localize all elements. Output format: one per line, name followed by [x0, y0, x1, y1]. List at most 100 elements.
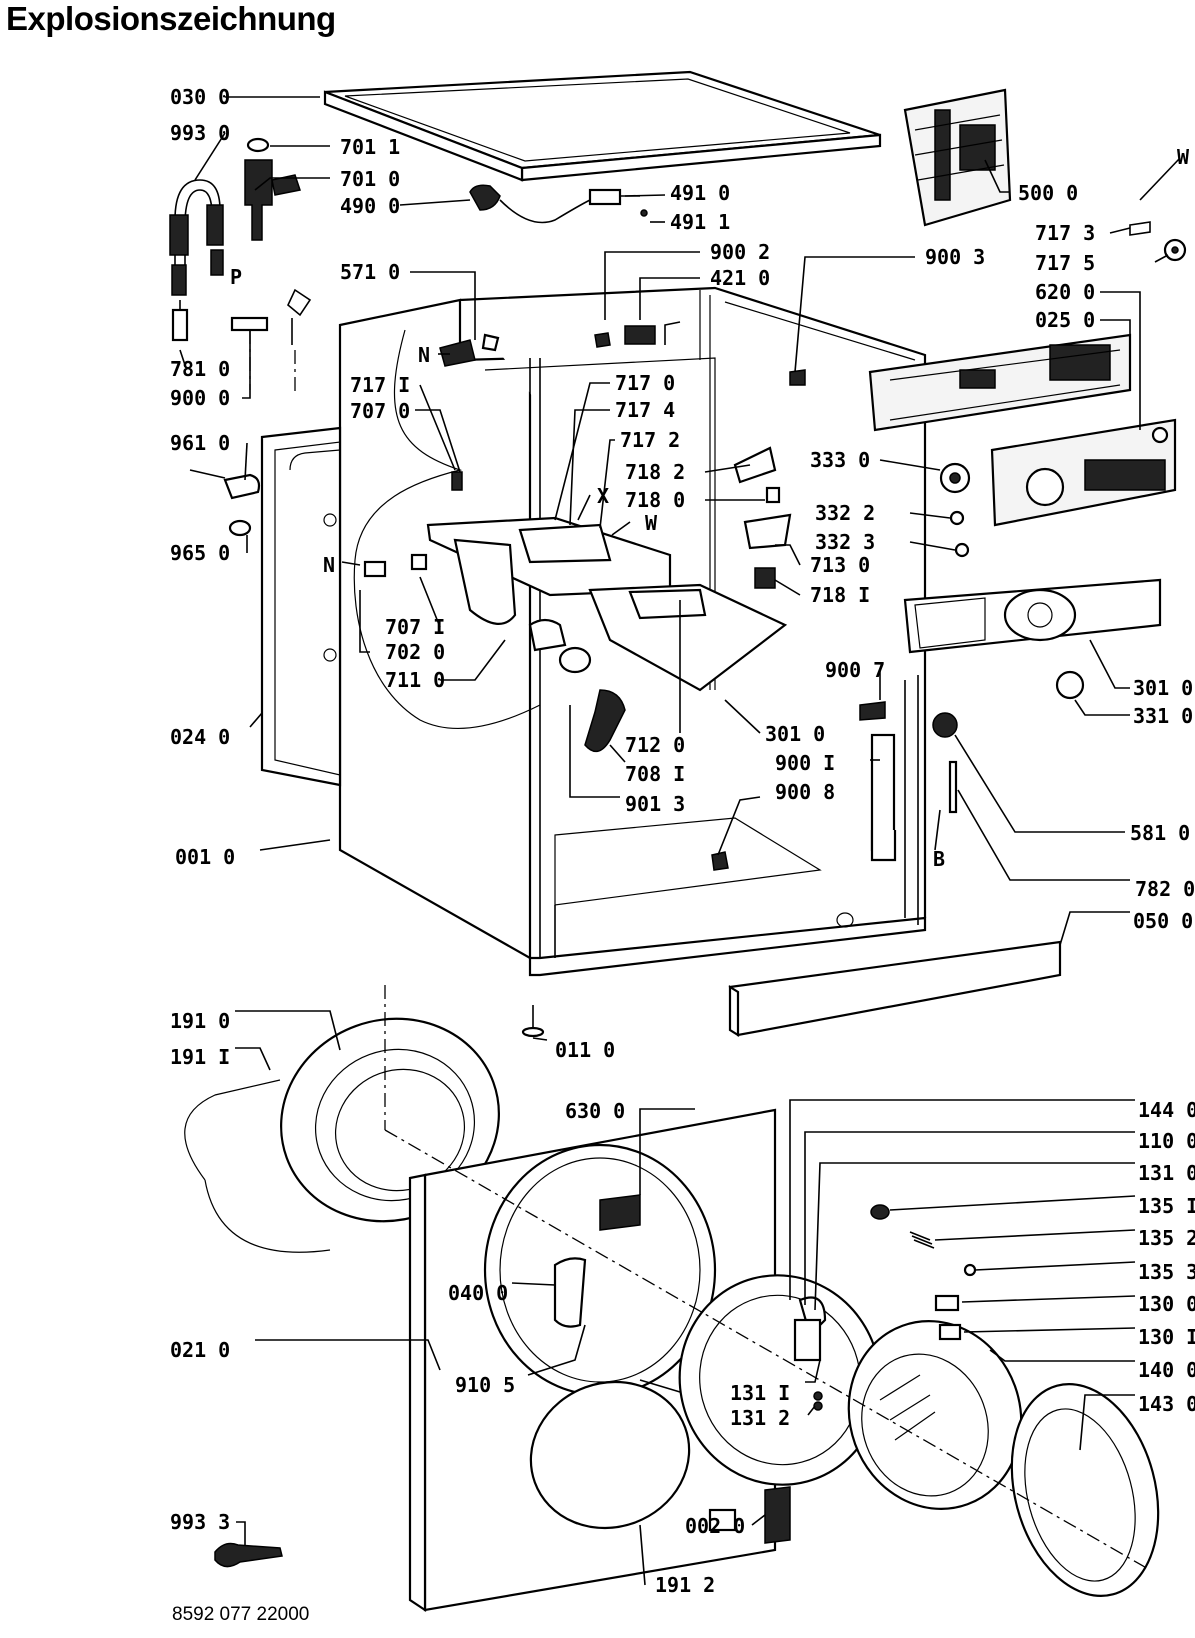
part-label-910-5: 910 5	[455, 1373, 515, 1397]
valve-part	[230, 137, 312, 395]
drain-hose-parts	[189, 469, 261, 537]
part-label-332-2: 332 2	[815, 501, 875, 525]
selector-knob-part	[939, 462, 971, 558]
part-label-900-3: 900 3	[925, 245, 985, 269]
part-label-717-1: 717 I	[350, 373, 410, 397]
part-label-500-0: 500 0	[1018, 181, 1078, 205]
part-label-301-0-right: 301 0	[1133, 676, 1193, 700]
small-clip-parts	[1129, 221, 1187, 262]
part-label-301-0-mid: 301 0	[765, 722, 825, 746]
part-label-331-0: 331 0	[1133, 704, 1193, 728]
part-label-701-1: 701 1	[340, 135, 400, 159]
part-label-025-0: 025 0	[1035, 308, 1095, 332]
pressure-switch-parts	[711, 701, 958, 871]
part-label-490-0: 490 0	[340, 194, 400, 218]
part-label-581-0: 581 0	[1130, 821, 1190, 845]
power-cable-part	[469, 184, 648, 224]
door-axis-line	[384, 1129, 1151, 1571]
part-label-024-0: 024 0	[170, 725, 230, 749]
part-label-717-0: 717 0	[615, 371, 675, 395]
part-label-491-0: 491 0	[670, 181, 730, 205]
part-label-001-0: 001 0	[175, 845, 235, 869]
part-label-708-1: 708 I	[625, 762, 685, 786]
part-label-782-0: 782 0	[1135, 877, 1195, 901]
part-label-993-3: 993 3	[170, 1510, 230, 1534]
part-label-712-0: 712 0	[625, 733, 685, 757]
part-label-718-0: 718 0	[625, 488, 685, 512]
dispenser-part	[363, 516, 788, 753]
part-label-030-0: 030 0	[170, 85, 230, 109]
page-title: Explosionszeichnung	[6, 0, 336, 37]
electronics-module-part	[903, 88, 1012, 227]
part-label-900-8: 900 8	[775, 780, 835, 804]
part-label-191-1: 191 I	[170, 1045, 230, 1069]
part-label-130-0: 130 0	[1138, 1292, 1195, 1316]
part-label-965-0: 965 0	[170, 541, 230, 565]
part-label-131-1: 131 I	[730, 1381, 790, 1405]
part-label-332-3: 332 3	[815, 530, 875, 554]
part-label-717-4: 717 4	[615, 398, 675, 422]
part-label-W-mid: W	[645, 511, 658, 535]
part-label-571-0: 571 0	[340, 260, 400, 284]
part-label-191-0: 191 0	[170, 1009, 230, 1033]
part-label-110-0: 110 0	[1138, 1129, 1195, 1153]
part-label-135-2: 135 2	[1138, 1226, 1195, 1250]
document-number: 8592 077 22000	[172, 1604, 310, 1625]
part-label-191-2: 191 2	[655, 1573, 715, 1597]
part-label-040-0: 040 0	[448, 1281, 508, 1305]
part-label-011-0: 011 0	[555, 1038, 615, 1062]
parts-artwork	[169, 70, 1187, 1613]
top-cover-part	[323, 70, 882, 182]
part-label-421-0: 421 0	[710, 266, 770, 290]
part-label-143-0: 143 0	[1138, 1392, 1195, 1416]
part-label-X: X	[597, 484, 609, 508]
part-label-707-0: 707 0	[350, 399, 410, 423]
part-label-900-0: 900 0	[170, 386, 230, 410]
part-label-707-1: 707 I	[385, 615, 445, 639]
part-label-713-0: 713 0	[810, 553, 870, 577]
hinge-cover-part	[764, 1486, 791, 1544]
part-label-717-2: 717 2	[620, 428, 680, 452]
inlet-hose-part	[169, 179, 224, 342]
part-label-781-0: 781 0	[170, 357, 230, 381]
plinth-part	[728, 940, 1062, 1037]
part-label-131-0: 131 0	[1138, 1161, 1195, 1185]
interference-filter-part	[439, 321, 806, 491]
control-board-part	[868, 333, 1177, 527]
part-label-620-0: 620 0	[1035, 280, 1095, 304]
part-label-021-0: 021 0	[170, 1338, 230, 1362]
part-label-630-0: 630 0	[565, 1099, 625, 1123]
part-label-N-mid: N	[323, 553, 335, 577]
part-label-002-0: 002 0	[685, 1514, 745, 1538]
part-label-N-top: N	[418, 343, 430, 367]
part-label-135-1: 135 I	[1138, 1194, 1195, 1218]
part-label-050-0: 050 0	[1133, 909, 1193, 933]
leader-lines	[179, 96, 1181, 1586]
part-labels: 030 0 993 0 701 1 701 0 490 0 491 0 491 …	[170, 85, 1195, 1597]
foot-screw-part	[521, 1005, 545, 1038]
part-label-701-0: 701 0	[340, 167, 400, 191]
control-fascia-part	[903, 578, 1162, 700]
part-label-702-0: 702 0	[385, 640, 445, 664]
part-label-333-0: 333 0	[810, 448, 870, 472]
part-label-717-3: 717 3	[1035, 221, 1095, 245]
part-label-P: P	[230, 265, 242, 289]
part-label-B: B	[933, 847, 945, 871]
part-label-718-2: 718 2	[625, 460, 685, 484]
rear-panel-part	[260, 426, 342, 787]
part-label-131-2: 131 2	[730, 1406, 790, 1430]
part-label-144-0: 144 0	[1138, 1098, 1195, 1122]
door-glass-part	[847, 1320, 1160, 1597]
part-label-717-5: 717 5	[1035, 251, 1095, 275]
part-label-711-0: 711 0	[385, 668, 445, 692]
wrench-tool-part	[214, 1542, 283, 1568]
part-label-W-top: W	[1177, 145, 1190, 169]
front-panel-part	[408, 1108, 777, 1613]
part-label-900-7: 900 7	[825, 658, 885, 682]
part-label-901-3: 901 3	[625, 792, 685, 816]
part-label-900-1: 900 I	[775, 751, 835, 775]
part-label-718-1: 718 I	[810, 583, 870, 607]
part-label-135-3: 135 3	[1138, 1260, 1195, 1284]
part-label-993-0: 993 0	[170, 121, 230, 145]
